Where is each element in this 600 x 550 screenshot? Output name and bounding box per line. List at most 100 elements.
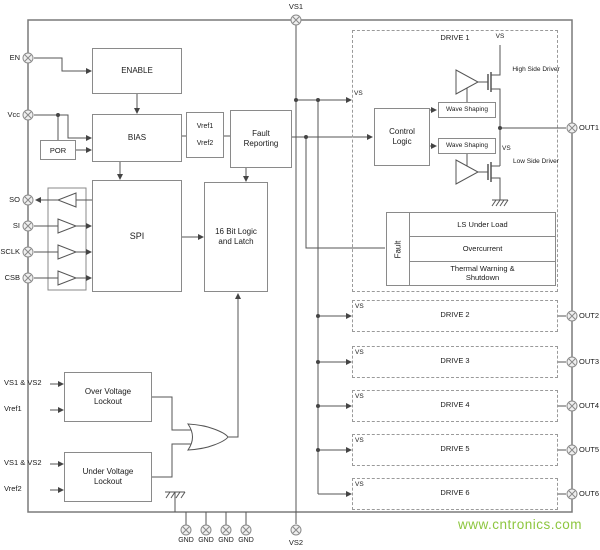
drive2-title: DRIVE 2	[440, 310, 470, 319]
gnd4-pin-icon	[240, 524, 252, 536]
vs-label-drive1: VS	[354, 90, 363, 97]
block-bias: BIAS	[92, 114, 182, 162]
block-logic-latch: 16 Bit Logic and Latch	[204, 182, 268, 292]
out5-pin-icon	[566, 444, 578, 456]
high-side-amplifier-icon	[455, 69, 480, 95]
out3-pin-icon	[566, 356, 578, 368]
block-fault: Fault LS Under Load Overcurrent Thermal …	[386, 212, 556, 286]
junction-dots	[56, 98, 502, 452]
en-pin-icon	[22, 52, 34, 64]
si-pin-icon	[22, 220, 34, 232]
block-vref: Vref1 Vref2	[186, 112, 224, 158]
low-side-amplifier-icon	[455, 159, 480, 185]
ovl-vref1-label: Vref1	[4, 404, 22, 413]
vs1-pin-label: VS1	[288, 2, 304, 11]
drive3-region	[352, 346, 558, 378]
gnd1-pin-icon	[180, 524, 192, 536]
fault-rows: LS Under Load Overcurrent Thermal Warnin…	[410, 213, 555, 285]
block-por: POR	[40, 140, 76, 160]
csb-pin-icon	[22, 272, 34, 284]
drive5-title: DRIVE 5	[440, 444, 470, 453]
spi-buffer-box	[47, 187, 87, 291]
vs-label-drive5: VS	[355, 437, 364, 444]
out4-pin-label: OUT4	[579, 401, 600, 410]
drive1-ground-symbol-icon	[491, 198, 509, 207]
out6-pin-label: OUT6	[579, 489, 600, 498]
block-spi: SPI	[92, 180, 182, 292]
fault-row-label: Thermal Warning & Shutdown	[450, 264, 515, 283]
fault-reporting-label: Fault Reporting	[243, 129, 279, 148]
vs-label-drive2: VS	[355, 303, 364, 310]
fault-title-cell: Fault	[387, 213, 410, 285]
drive4-title: DRIVE 4	[440, 400, 470, 409]
vs2-pin-label: VS2	[288, 538, 304, 547]
drive5-region	[352, 434, 558, 466]
gnd4-pin-label: GND	[238, 537, 254, 544]
ovl-vs1vs2-label: VS1 & VS2	[4, 378, 42, 387]
over-voltage-label: Over Voltage Lockout	[84, 387, 132, 406]
block-control-logic: Control Logic	[374, 108, 430, 166]
csb-buffer-icon	[57, 270, 78, 286]
uvl-vs1vs2-label: VS1 & VS2	[4, 458, 42, 467]
vcc-pin-label: Vcc	[7, 110, 20, 119]
enable-label: ENABLE	[121, 66, 153, 76]
pin-terminals	[22, 14, 578, 536]
block-under-voltage-lockout: Under Voltage Lockout	[64, 452, 152, 502]
uvl-vref2-label: Vref2	[4, 484, 22, 493]
fault-row: Thermal Warning & Shutdown	[410, 262, 555, 285]
block-fault-reporting: Fault Reporting	[230, 110, 292, 168]
en-pin-label: EN	[9, 53, 20, 62]
gnd1-pin-label: GND	[178, 537, 194, 544]
drive2-region	[352, 300, 558, 332]
vref1-label: Vref1	[196, 123, 214, 130]
ground-symbol-icon	[165, 491, 186, 512]
out1-pin-icon	[566, 122, 578, 134]
out2-pin-label: OUT2	[579, 311, 600, 320]
fault-row-label: LS Under Load	[457, 220, 508, 230]
fault-row: Overcurrent	[410, 237, 555, 262]
vs-label-drive4: VS	[355, 393, 364, 400]
drive6-title: DRIVE 6	[440, 488, 470, 497]
wave-shaping-ls-label: Wave Shaping	[445, 142, 489, 150]
spi-label: SPI	[129, 230, 145, 241]
block-enable: ENABLE	[92, 48, 182, 94]
drive3-title: DRIVE 3	[440, 356, 470, 365]
gnd3-pin-icon	[220, 524, 232, 536]
fault-title-label: Fault	[393, 240, 403, 258]
vcc-pin-icon	[22, 109, 34, 121]
vref2-label: Vref2	[196, 140, 214, 147]
drive4-region	[352, 390, 558, 422]
watermark: www.cntronics.com	[457, 517, 582, 532]
out2-pin-icon	[566, 310, 578, 322]
block-over-voltage-lockout: Over Voltage Lockout	[64, 372, 152, 422]
vs2-pin-icon	[290, 524, 302, 536]
gnd2-pin-icon	[200, 524, 212, 536]
out6-pin-icon	[566, 488, 578, 500]
vs-label-high-side: VS	[495, 33, 505, 40]
drive6-region	[352, 478, 558, 510]
so-pin-label: SO	[9, 195, 20, 204]
drive1-title: DRIVE 1	[440, 33, 470, 42]
logic-latch-label: 16 Bit Logic and Latch	[215, 227, 257, 246]
under-voltage-label: Under Voltage Lockout	[82, 467, 134, 486]
so-pin-icon	[22, 194, 34, 206]
control-logic-label: Control Logic	[389, 127, 415, 146]
or-gate-icon	[187, 423, 229, 451]
low-side-driver-label: Low Side Driver	[513, 158, 559, 165]
vs-label-low-side: VS	[502, 145, 511, 152]
sclk-pin-label: SCLK	[0, 247, 20, 256]
si-pin-label: SI	[12, 221, 20, 230]
high-side-driver-label: High Side Driver	[512, 66, 560, 73]
drive1-region	[352, 30, 558, 292]
sclk-buffer-icon	[57, 244, 78, 260]
out3-pin-label: OUT3	[579, 357, 600, 366]
gnd3-pin-label: GND	[218, 537, 234, 544]
out1-pin-label: OUT1	[579, 123, 600, 132]
vs1-pin-icon	[290, 14, 302, 26]
fault-row-label: Overcurrent	[462, 244, 503, 254]
fault-row: LS Under Load	[410, 213, 555, 238]
gnd2-pin-label: GND	[198, 537, 214, 544]
out5-pin-label: OUT5	[579, 445, 600, 454]
